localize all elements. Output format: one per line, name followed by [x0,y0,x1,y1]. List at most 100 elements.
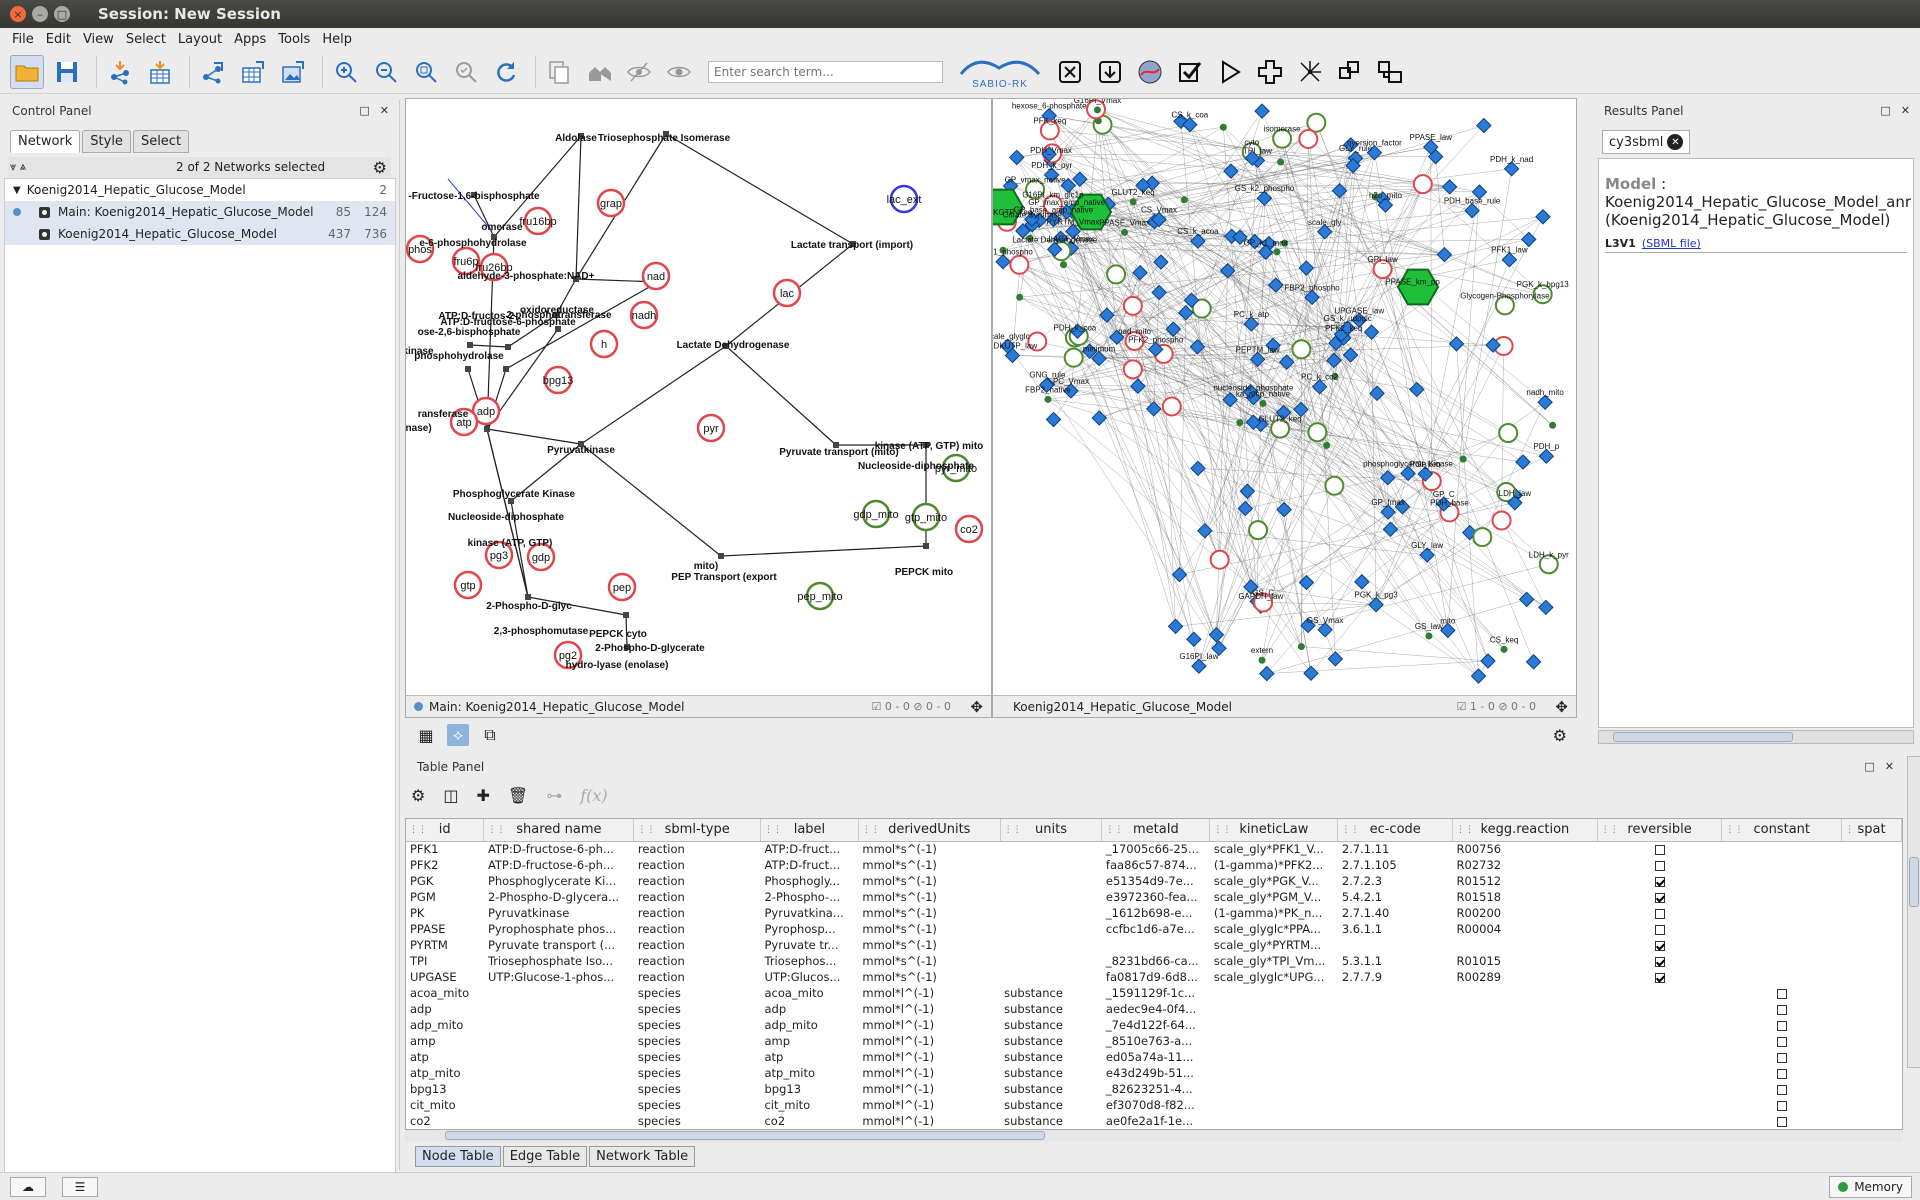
table-cell[interactable] [1842,889,1902,905]
copy-layout-button[interactable] [1333,55,1367,89]
reversible-cell[interactable] [1597,841,1722,857]
species-node[interactable] [1009,254,1030,275]
reaction-node[interactable] [1435,496,1452,512]
species-node[interactable] [553,640,583,670]
menu-apps[interactable]: Apps [234,31,267,47]
table-cell[interactable] [1000,921,1102,937]
constant-cell[interactable] [1722,1097,1842,1113]
checkbox[interactable] [1654,972,1665,983]
table-cell[interactable]: R00756 [1456,842,1502,857]
table-cell[interactable] [1842,1081,1902,1097]
table-cell[interactable]: reaction [637,954,685,968]
delete-column-icon[interactable]: 🗑 [507,785,529,805]
table-cell[interactable]: amp [410,1034,436,1048]
species-node[interactable] [543,365,573,395]
reaction-node[interactable] [923,442,929,448]
reaction-node[interactable] [1275,404,1292,421]
species-node[interactable] [1124,330,1145,351]
table-cell[interactable]: mmol*l^(-1) [862,1018,935,1032]
reaction-node[interactable] [1165,321,1182,337]
reaction-node[interactable] [1518,591,1535,608]
table-cell[interactable]: species [637,1034,681,1048]
species-node[interactable] [1122,359,1143,380]
species-node[interactable] [1026,234,1034,242]
reaction-node[interactable] [1223,163,1239,179]
table-cell[interactable] [1842,1001,1902,1017]
cloud-button[interactable]: ☁ [10,1177,46,1197]
table-cell[interactable] [1338,1001,1453,1017]
reaction-node[interactable] [923,543,929,549]
species-node[interactable] [1412,174,1433,195]
table-cell[interactable]: ef3070d8-f82... [1105,1098,1195,1112]
table-cell[interactable] [1000,969,1102,985]
table-cell[interactable]: substance [1004,1034,1063,1048]
import-table-button[interactable] [143,55,177,89]
table-cell[interactable]: ccfbc1d6-a7e... [1105,922,1195,936]
table-cell[interactable] [484,1113,634,1129]
species-node[interactable] [1371,193,1379,201]
table-cell[interactable]: _82623251-4... [1105,1082,1193,1096]
sbml-file-link[interactable]: (SBML file) [1641,237,1701,250]
table-cell[interactable]: reaction [637,906,685,920]
reaction-node[interactable] [623,612,629,618]
reaction-node[interactable] [1249,351,1266,368]
reaction-node[interactable] [624,644,630,650]
reaction-node[interactable] [555,326,561,332]
reaction-node[interactable] [1276,501,1292,518]
reaction-node[interactable] [1380,504,1396,520]
reaction-node[interactable] [1331,182,1348,199]
menu-help[interactable]: Help [322,31,352,47]
table-cell[interactable]: species [637,1114,681,1128]
table-cell[interactable]: e51354d9-7e... [1105,874,1194,888]
reaction-node[interactable] [1045,411,1062,428]
reaction-node[interactable] [1293,401,1309,418]
constant-cell[interactable] [1722,873,1842,889]
table-cell[interactable] [1210,1097,1338,1113]
navigator-icon[interactable]: ✥ [1555,697,1568,716]
reaction-node[interactable] [1171,566,1188,583]
reaction-node[interactable] [1303,665,1319,682]
reaction-node[interactable] [1109,329,1125,346]
reaction-node[interactable] [1298,574,1315,591]
save-session-button[interactable] [50,55,84,89]
table-cell[interactable]: R02732 [1456,858,1502,872]
reaction-node[interactable] [1208,627,1225,643]
reaction-node[interactable] [1470,668,1487,684]
compartment-node[interactable] [1396,268,1440,306]
table-cell[interactable]: substance [1004,1066,1063,1080]
checkbox[interactable] [1654,892,1665,903]
reversible-cell[interactable] [1597,873,1722,889]
reaction-node[interactable] [1326,352,1342,369]
reaction-node[interactable] [1041,107,1057,124]
table-cell[interactable]: atp_mito [764,1066,816,1080]
table-cell[interactable]: mmol*l^(-1) [862,1114,935,1128]
table-cell[interactable]: species [637,1082,681,1096]
compartment-node[interactable] [993,188,1025,226]
species-node[interactable] [1027,331,1048,352]
table-cell[interactable]: _8510e763-a... [1105,1034,1193,1048]
table-cell[interactable]: e43d249b-51... [1105,1066,1194,1080]
table-vertical-scrollbar[interactable] [1907,756,1920,1068]
tab-edge-table[interactable]: Edge Table [502,1146,588,1167]
table-cell[interactable]: _7e4d122f-64... [1105,1018,1196,1032]
compartment-node[interactable] [1069,193,1113,231]
reaction-node[interactable] [1190,233,1206,249]
species-node[interactable] [1498,422,1519,443]
validate-button[interactable] [1173,55,1207,89]
tree-collection-row[interactable]: ▼ Koenig2014_Hepatic_Glucose_Model 2 [5,179,395,201]
table-cell[interactable]: PGM [410,890,436,904]
reaction-node[interactable] [1060,177,1077,194]
constant-cell[interactable] [1722,889,1842,905]
table-cell[interactable]: co2 [410,1114,431,1128]
checkbox[interactable] [1776,1052,1787,1063]
reaction-node[interactable] [1256,190,1273,207]
species-node[interactable] [1281,239,1289,247]
constant-cell[interactable] [1722,1001,1842,1017]
species-node[interactable] [453,570,483,600]
reaction-node[interactable] [1316,223,1333,240]
table-cell[interactable]: Pyruvatkinase [487,906,570,920]
species-node[interactable] [641,261,671,291]
table-cell[interactable]: mmol*s^(-1) [862,970,937,984]
reaction-node[interactable] [505,344,511,350]
